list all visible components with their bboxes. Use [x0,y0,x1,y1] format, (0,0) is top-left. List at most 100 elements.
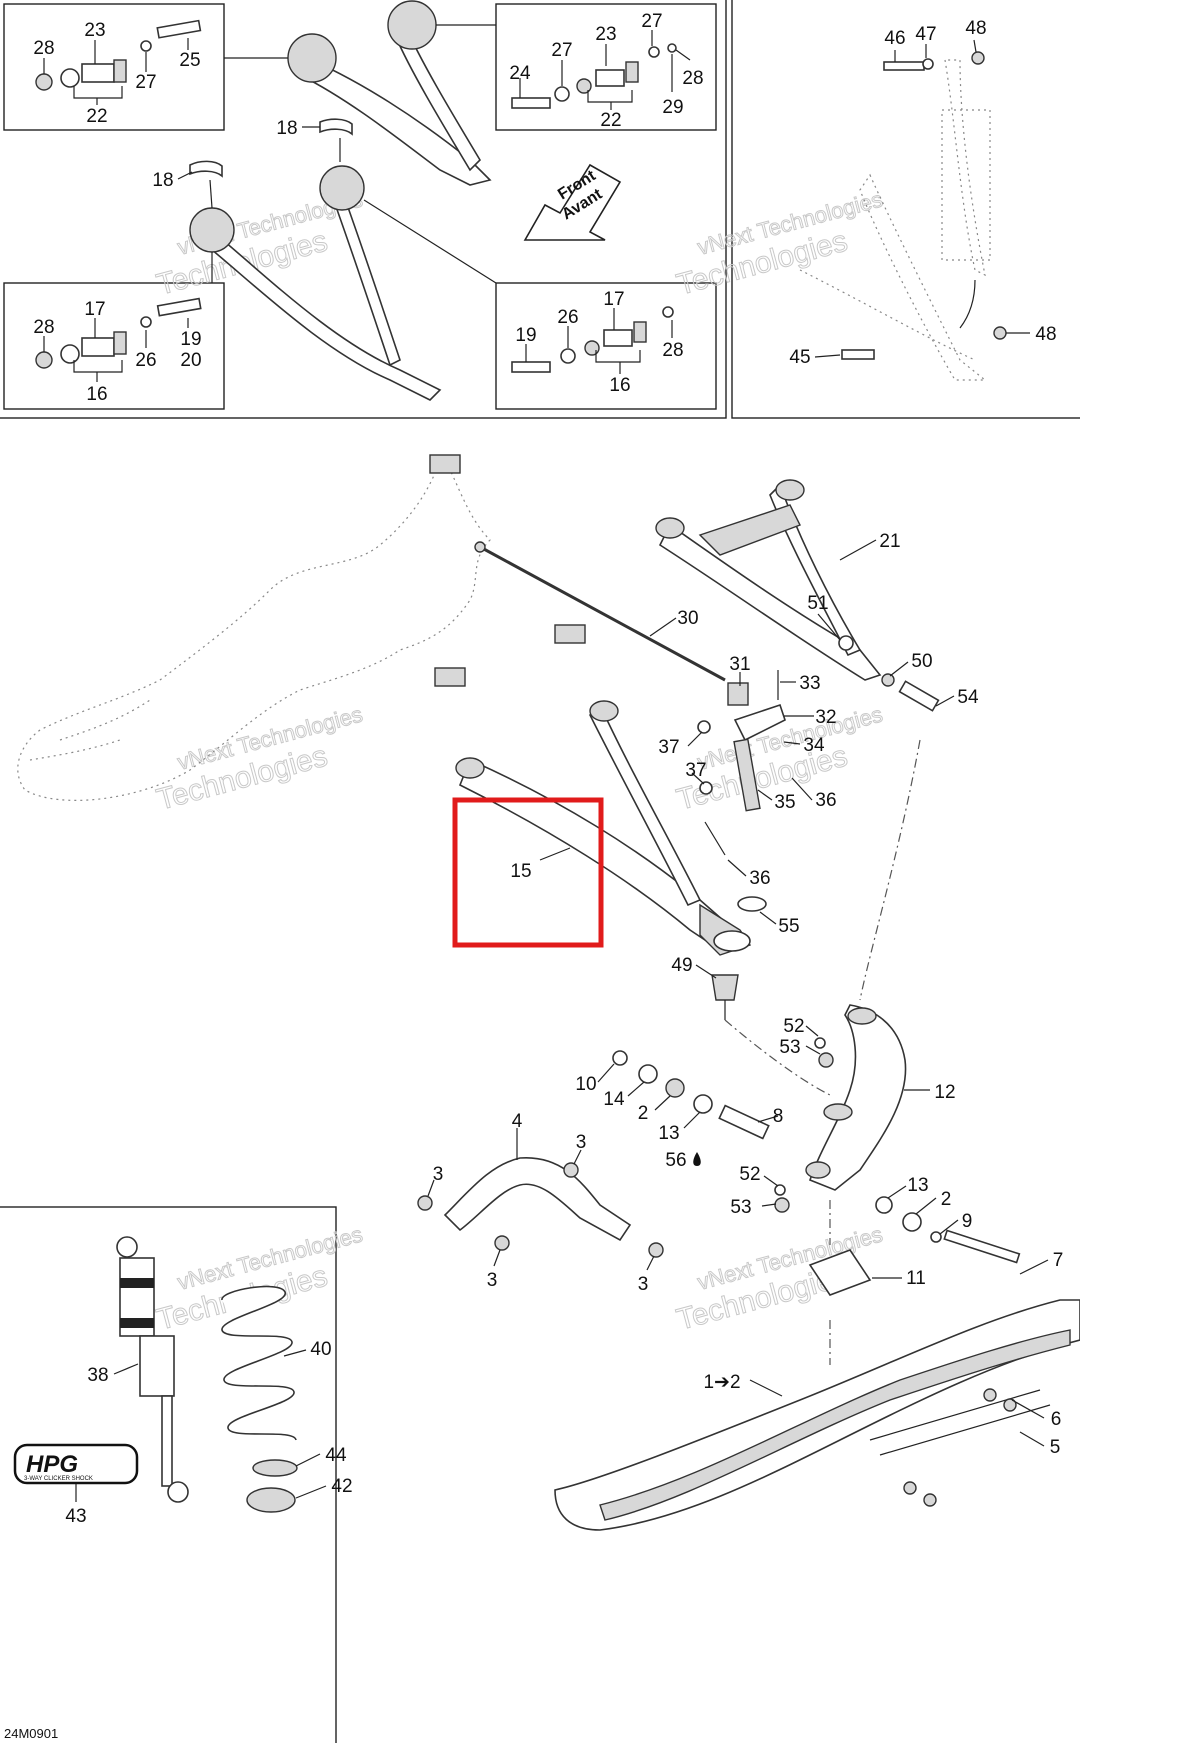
coil-spring [221,1285,298,1513]
callout-label: 46 [884,28,905,49]
diagram-id: 24M0901 [4,1726,58,1741]
callout-label: 1➔2 [703,1372,740,1393]
callout-label: 3 [433,1164,444,1185]
spindle [805,1004,907,1191]
callout-label: 18 [152,170,173,191]
callout-label: 7 [1053,1250,1064,1271]
hpg-logo: HPG 3-WAY CLICKER SHOCK [13,1443,139,1485]
callout-label: 26 [135,350,156,371]
callout-label: 51 [807,593,828,614]
callout-label: 2 [638,1103,649,1124]
callout-label: 48 [965,18,986,39]
callout-label: 9 [962,1211,973,1232]
callout-label: 19 [515,325,536,346]
callout-label: 3 [487,1270,498,1291]
callout-label: 10 [575,1074,596,1095]
callout-label: 48 [1035,324,1056,345]
callout-label: 12 [934,1082,955,1103]
callout-label: 27 [135,72,156,93]
detail-box-top-left [3,3,225,131]
callout-label: 23 [84,20,105,41]
callout-label: 14 [603,1089,625,1110]
callout-label: 21 [879,531,900,552]
callout-label: 28 [682,68,703,89]
callout-label: 49 [671,955,692,976]
ski-handle [417,1157,664,1258]
callout-label: 35 [774,792,795,813]
callout-label: 26 [557,307,578,328]
callout-label: 44 [325,1445,347,1466]
detail-box-mid-left [3,282,225,410]
callout-label: 28 [33,317,54,338]
svg-text:HPG: HPG [26,1451,78,1478]
callout-label: 52 [739,1164,760,1185]
shock-absorber [116,1236,189,1503]
callout-label: 52 [783,1016,804,1037]
callout-label: 19 [180,329,201,350]
callout-label: 2 [941,1189,952,1210]
callout-label: 27 [551,40,572,61]
leader-lines [43,30,1049,1502]
callout-label: 36 [749,868,770,889]
callout-label: 37 [658,737,679,758]
callout-label: 22 [86,106,107,127]
callout-label: 17 [84,299,105,320]
detail-hardware [35,19,677,373]
callout-label: 27 [641,11,662,32]
callout-label: 24 [509,63,531,84]
shock-bracket [697,670,786,856]
callout-label: 53 [730,1197,751,1218]
callout-label: 5 [1050,1437,1061,1458]
detail-box-top-right [495,3,717,131]
callout-label: 13 [658,1123,679,1144]
callout-label: 55 [778,916,799,937]
front-direction-arrow: Front Avant [523,163,622,241]
callout-label: 32 [815,707,836,728]
callout-label: 8 [773,1106,784,1127]
highlight-box-part-15 [452,797,604,948]
callout-label: 3 [638,1274,649,1295]
svg-text:3-WAY CLICKER SHOCK: 3-WAY CLICKER SHOCK [24,1476,93,1482]
upper-a-arm-illustration [189,0,497,401]
callout-label: 11 [906,1268,926,1289]
panel-frames [0,0,1080,1743]
spindle-hardware [612,1037,1021,1264]
callout-label: 47 [915,24,936,45]
callout-label: 42 [331,1476,352,1497]
callout-label: 36 [815,790,836,811]
callout-label: 3 [576,1132,587,1153]
callout-label: 25 [179,50,200,71]
callout-label: 40 [310,1339,331,1360]
upper-a-arm [655,479,940,712]
detail-box-mid-right [495,282,717,410]
callout-label: 28 [662,340,683,361]
sway-bar-link [474,541,726,682]
callout-label: 30 [677,608,698,629]
parts-diagram: vNext Technologies Technologies vNext Te… [0,0,1080,1743]
callout-label: 23 [595,24,616,45]
callout-label: 33 [799,673,820,694]
callout-label: 16 [609,375,630,396]
callout-label: 18 [276,118,297,139]
callout-label: 34 [803,735,825,756]
callout-label: 31 [729,654,750,675]
ski [554,739,1080,1531]
callout-label: 53 [779,1037,800,1058]
callout-label: 54 [957,687,979,708]
callout-label: 16 [86,384,107,405]
callout-label: 13 [907,1175,928,1196]
callout-label: 43 [65,1506,86,1527]
callout-label: 50 [911,651,932,672]
callout-label: 6 [1051,1409,1062,1430]
callout-label: 15 [510,861,531,882]
shock-mount-illustration [799,51,1007,381]
callout-label: 28 [33,38,54,59]
callout-label: 38 [87,1365,108,1386]
callout-label: 56 [665,1150,686,1171]
chassis-outline [17,454,586,802]
callout-label: 29 [662,97,683,118]
callout-label: 17 [603,289,624,310]
callout-label: 22 [600,110,621,131]
callout-label: 4 [512,1111,523,1132]
